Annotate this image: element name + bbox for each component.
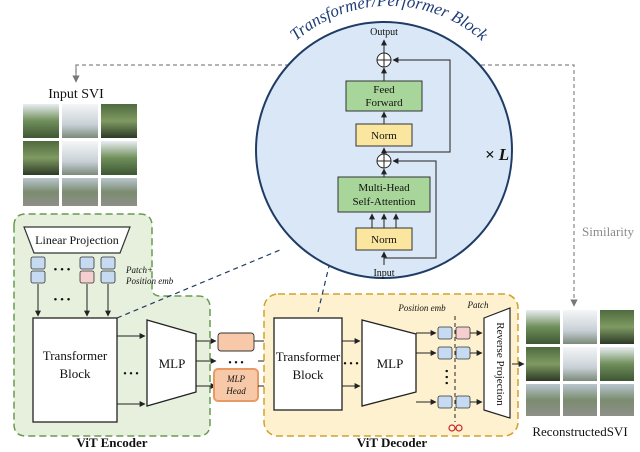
input-image-tile — [101, 141, 137, 175]
mhsa-label-2: Self-Attention — [353, 196, 416, 208]
decoder-token — [455, 395, 471, 409]
token — [30, 256, 46, 270]
input-image-tile — [62, 178, 98, 206]
decoder-dots: • • • — [343, 359, 359, 370]
input-image-tile — [62, 141, 98, 175]
output-image-tile — [526, 310, 560, 344]
norm-top-label: Norm — [371, 130, 397, 142]
input-svi-title: Input SVI — [48, 87, 104, 102]
mlp-head-label-2: Head — [225, 386, 246, 396]
decoder-transformer-block — [273, 317, 343, 411]
output-image-tile — [600, 310, 634, 344]
token — [79, 256, 95, 270]
decoder-token — [437, 346, 453, 360]
decoder-token — [437, 326, 453, 340]
mhsa-box — [337, 176, 431, 213]
token — [100, 256, 116, 270]
linear-projection-box — [23, 226, 131, 254]
input-label: Input — [373, 268, 394, 279]
encoder-transformer-label-2: Block — [59, 366, 91, 381]
mhsa-label-1: Multi-Head — [358, 182, 410, 194]
feed-forward-label-2: Forward — [365, 97, 403, 109]
token — [79, 270, 95, 284]
scissors-icon — [448, 424, 463, 432]
residual-arrow-2 — [384, 57, 451, 153]
similarity-label: Similarity — [582, 224, 635, 239]
mlp-head-label-1: MLP — [226, 374, 246, 384]
decoder-mlp-label: MLP — [377, 356, 404, 371]
decoder-token — [455, 346, 471, 360]
decoder-token-dots: • • • — [440, 369, 451, 385]
output-image-tile — [563, 310, 597, 344]
decoder-token — [455, 326, 471, 340]
token-dots-lower: • • • — [53, 294, 70, 306]
output-image-tile — [526, 384, 560, 416]
encoder-mlp — [146, 319, 197, 407]
output-image-tile — [600, 347, 634, 381]
decoder-transformer-label-1: Transformer — [276, 349, 341, 364]
reconstructed-svi-title: ReconstructedSVI — [532, 424, 627, 439]
add-icon — [376, 52, 392, 68]
transformer-performer-block: Transformer/Performer Block Output Input… — [255, 0, 513, 279]
feed-forward-label-1: Feed — [373, 84, 395, 96]
token — [100, 270, 116, 284]
reverse-projection-label: Reverse Projection — [494, 322, 506, 406]
encoder-transformer-block — [32, 317, 118, 423]
output-image-tile — [563, 347, 597, 381]
input-image-tile — [23, 104, 59, 138]
decoder-position-emb-label: Position emb — [397, 303, 446, 313]
input-image-tile — [23, 178, 59, 206]
input-svi-grid — [23, 104, 137, 206]
decoder-token — [437, 395, 453, 409]
output-image-tile — [526, 347, 560, 381]
decoder-patch-label: Patch — [467, 300, 489, 310]
latent-token — [217, 332, 255, 352]
vit-encoder: Linear Projection • • • • • • Patch+ Pos… — [13, 213, 211, 450]
mlp-head-box — [213, 368, 259, 402]
reconstructed-svi-grid — [526, 310, 634, 416]
zoom-line-encoder — [116, 249, 281, 319]
input-image-tile — [23, 141, 59, 175]
output-image-tile — [600, 384, 634, 416]
reverse-projection-box — [483, 307, 511, 419]
output-label: Output — [370, 27, 398, 38]
token — [30, 270, 46, 284]
latent-dots: • • • — [228, 358, 244, 369]
repeat-label: × L — [485, 145, 509, 164]
output-image-tile — [563, 384, 597, 416]
encoder-token-column: • • • • • • — [30, 256, 116, 306]
decoder-label: ViT Decoder — [357, 435, 428, 450]
vit-decoder: Transformer Block • • • MLP Position emb… — [263, 293, 525, 450]
patch-pos-label-1: Patch+ — [125, 265, 153, 275]
add-icon — [376, 153, 392, 169]
encoder-label: ViT Encoder — [76, 435, 147, 450]
input-image-tile — [62, 104, 98, 138]
token-dots: • • • — [53, 264, 70, 276]
linear-projection-label: Linear Projection — [35, 233, 119, 247]
input-image-tile — [101, 104, 137, 138]
patch-pos-label-2: Position emb — [125, 276, 174, 286]
norm-bottom-label: Norm — [371, 234, 397, 246]
residual-arrow-1 — [384, 158, 437, 259]
encoder-mlp-label: MLP — [159, 356, 186, 371]
encoder-transformer-label-1: Transformer — [43, 348, 108, 363]
similarity-loop: Similarity — [72, 64, 635, 307]
decoder-transformer-label-2: Block — [292, 367, 324, 382]
encoder-dots: • • • — [123, 369, 139, 380]
decoder-mlp — [361, 319, 417, 407]
latent-tokens: • • • MLP Head — [196, 332, 273, 402]
input-image-tile — [101, 178, 137, 206]
